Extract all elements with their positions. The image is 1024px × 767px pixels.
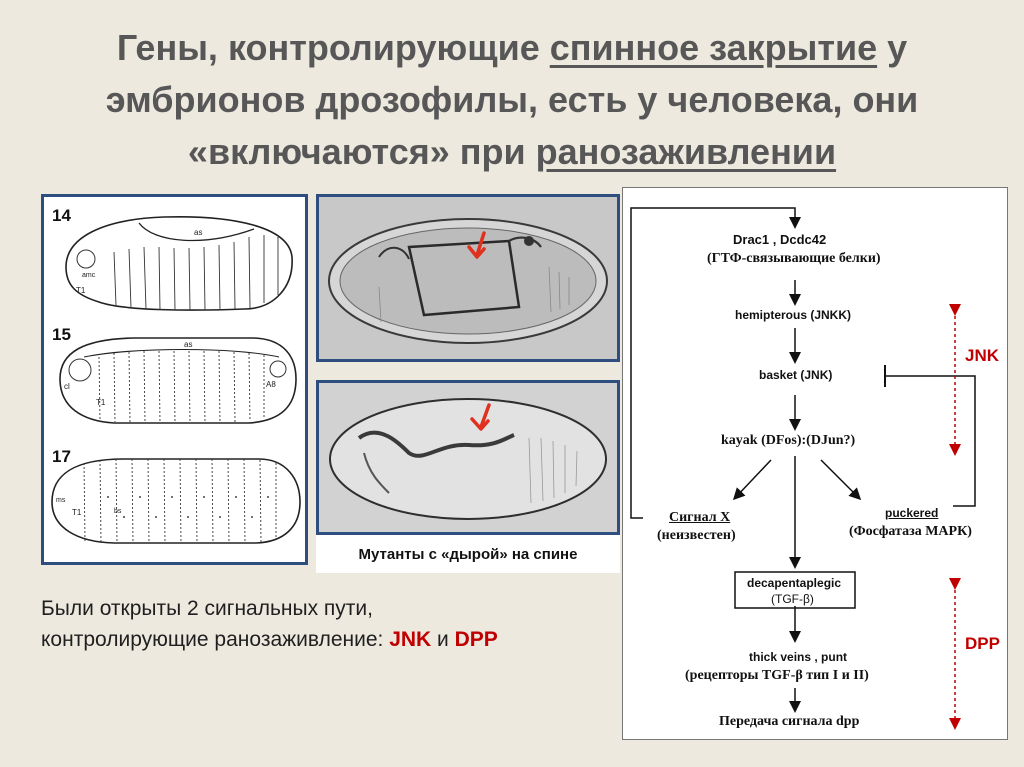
stage-14-t1-label: T1 [76, 286, 86, 295]
hole-outline [407, 239, 521, 317]
body-text: Были открыты 2 сигнальных пути, контроли… [41, 593, 621, 655]
stage-15-embryo [59, 337, 297, 424]
jnk-highlight: JNK [389, 628, 432, 651]
dpp-highlight: DPP [454, 628, 498, 651]
puckered-label: puckered [885, 506, 939, 520]
arrow-to-signal-x [732, 459, 772, 501]
dpp-transfer-label: Передача сигнала dpp [719, 714, 860, 729]
title-underlined-wound-healing: ранозаживлении [535, 131, 837, 172]
title-text: Гены, контролирующие [116, 27, 550, 68]
dpp-box [734, 571, 856, 609]
receptors-label: (рецепторы TGF-β тип I и II) [685, 668, 869, 683]
hemipterous-label: hemipterous (JNKK) [735, 308, 852, 322]
stage-15-a8-label: A8 [266, 380, 276, 389]
title-text: «включаются» при [187, 131, 536, 172]
signal-x-sub: (неизвестен) [657, 528, 736, 543]
stage-15-label: 15 [52, 325, 71, 344]
stage-14-amnioserosa [138, 222, 255, 242]
stage-14-as-label: as [194, 228, 202, 237]
title-line-2: эмбрионов дрозофилы, есть у человека, он… [105, 79, 919, 120]
mutants-caption: Мутанты с «дырой» на спине [316, 535, 620, 573]
signal-x-label: Сигнал X [669, 510, 731, 525]
stage-17-denticles [107, 496, 269, 518]
stage-15-head [68, 358, 92, 382]
stage-17-ms-label: ms [56, 497, 66, 504]
gtf-label: (ГТФ-связывающие белки) [707, 251, 881, 266]
stage-15-as-label: as [184, 340, 192, 349]
dpp-tag: DPP [965, 634, 1000, 653]
mutant-photo-bottom [316, 380, 620, 535]
body-line-2: контролирующие ранозаживление: JNK и DPP [41, 624, 621, 655]
stage-14-segments [113, 235, 279, 311]
stage-17-label: 17 [52, 447, 71, 466]
stage-17-segments [83, 458, 277, 544]
red-arrow-icon [467, 231, 486, 259]
embryo-stages-panel: 14 as amc T1 15 as cl T1 [41, 194, 308, 565]
stage-17-bs-label: bs [114, 508, 122, 515]
stage-14-embryo [65, 215, 293, 311]
stage-15-segments [98, 350, 265, 424]
jnk-tag: JNK [965, 346, 1000, 365]
title-text: у [877, 27, 908, 68]
thick-veins-label: thick veins , punt [749, 650, 848, 664]
stage-15-cl-label: cl [64, 382, 70, 391]
kayak-label: kayak (DFos):(DJun?) [721, 433, 856, 448]
stage-17-embryo [51, 458, 301, 544]
feedback-arrow [630, 207, 801, 519]
stage-14-head [76, 249, 96, 269]
body-line-1: Были открыты 2 сигнальных пути, [41, 597, 373, 620]
stage-15-t1-label: T1 [96, 398, 106, 407]
drac-label: Drac1 , Dcdc42 [733, 232, 827, 247]
stage-14-label: 14 [52, 206, 71, 225]
dpp-gene-label: decapentaplegic [747, 576, 842, 590]
pathway-diagram: Drac1 , Dcdc42 (ГТФ-связывающие белки) h… [622, 187, 1008, 740]
basket-label: basket (JNK) [759, 368, 833, 382]
body-text-part: контролирующие ранозаживление: [41, 628, 390, 651]
red-arrow-icon [470, 403, 491, 431]
mutant-embryo-image-2 [319, 383, 617, 532]
mutant-photo-top [316, 194, 620, 362]
body-text-part: и [431, 628, 455, 651]
stage-17-t1-label: T1 [72, 508, 82, 517]
title-underlined-dorsal-closure: спинное закрытие [549, 27, 878, 68]
inhibition-line [885, 375, 976, 507]
slide-title: Гены, контролирующие спинное закрытие у … [60, 22, 964, 178]
stage-15-tail [269, 360, 287, 378]
arrow-to-puckered [820, 459, 862, 501]
dorsal-hole-edge [357, 430, 515, 458]
dpp-sub-label: (TGF-β) [771, 592, 814, 606]
mutant-embryo-image-1 [319, 197, 617, 359]
pathway-arrows [630, 207, 976, 730]
puckered-sub: (Фосфатаза МАРК) [849, 524, 972, 539]
stage-15-dorsal-line [83, 348, 280, 358]
embryo-stages-drawing: 14 as amc T1 15 as cl T1 [51, 206, 301, 544]
title-line-3: «включаются» при ранозаживлении [60, 126, 964, 178]
stage-14-amc-label: amc [82, 272, 96, 279]
title-line-1: Гены, контролирующие спинное закрытие у [60, 22, 964, 74]
